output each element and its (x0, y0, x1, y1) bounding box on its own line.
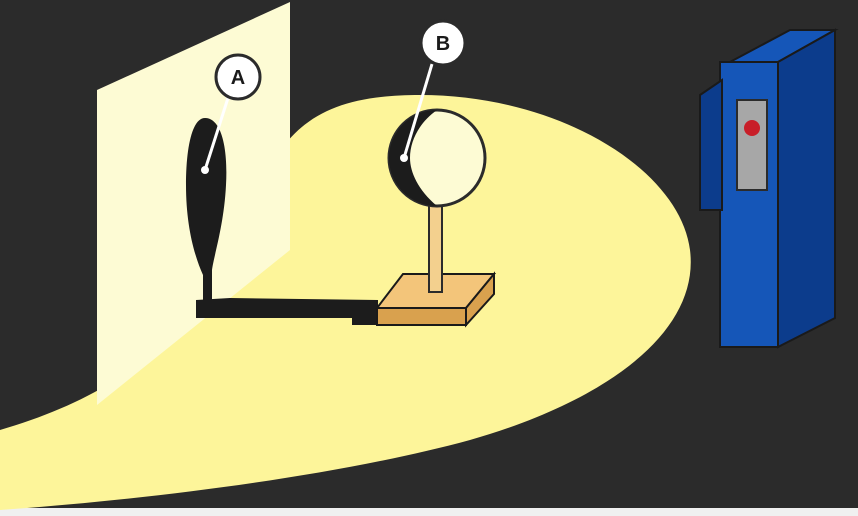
projector-panel (737, 100, 767, 190)
bottom-border (0, 508, 858, 516)
callout-b-label: B (436, 33, 450, 55)
object-pole (429, 196, 442, 292)
callout-b-dot (400, 154, 408, 162)
projector-back-flap (700, 80, 722, 210)
callout-a-label: A (231, 67, 245, 89)
projector-side (778, 30, 835, 347)
callout-a-dot (201, 166, 209, 174)
projector-lens (744, 120, 760, 136)
object-base-front (377, 308, 466, 325)
